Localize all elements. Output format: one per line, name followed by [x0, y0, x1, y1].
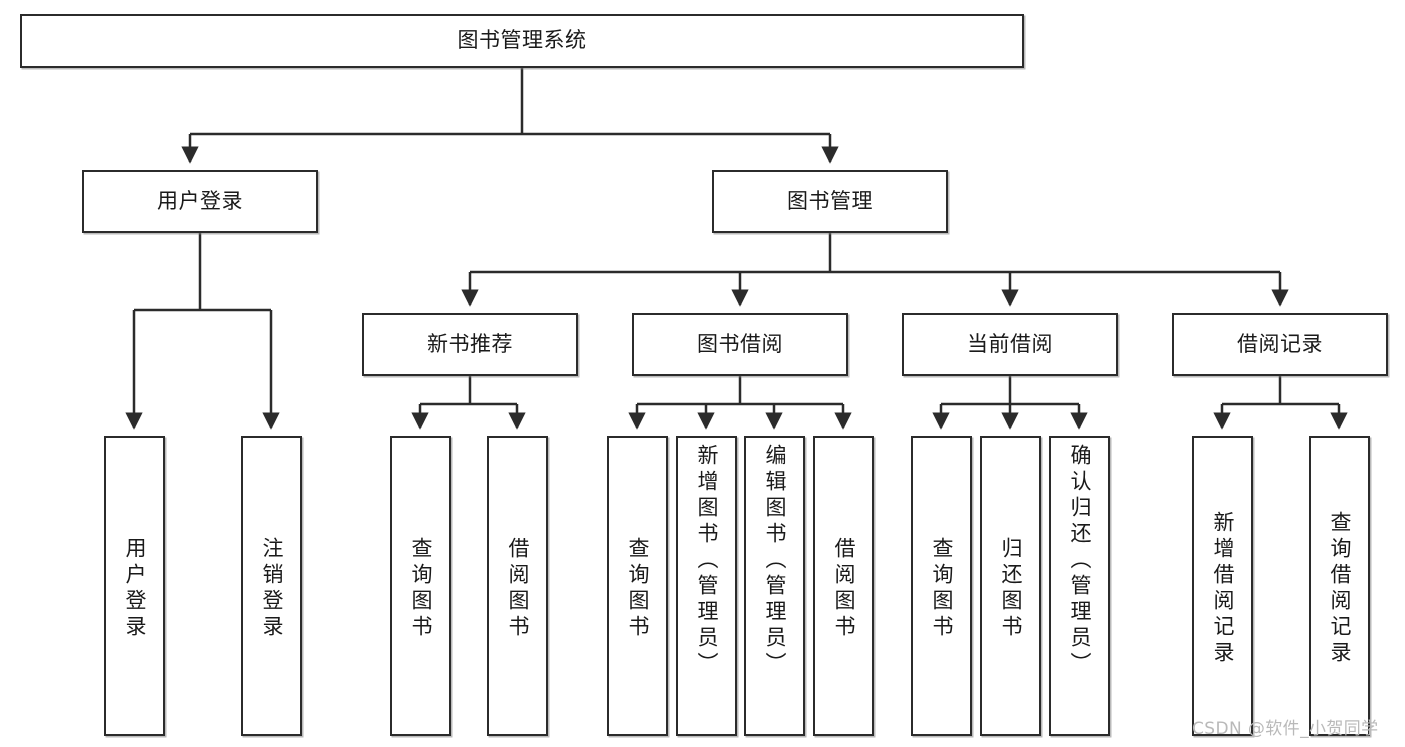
- node-leaf-record-add-record-label: 新增借阅记录: [1211, 511, 1235, 667]
- node-leaf-borrow-borrow-book[interactable]: 借阅图书: [813, 436, 874, 736]
- node-leaf-record-query-record[interactable]: 查询借阅记录: [1309, 436, 1370, 736]
- node-leaf-current-query-book-label: 查询图书: [930, 537, 954, 641]
- node-leaf-record-query-record-label: 查询借阅记录: [1328, 511, 1352, 667]
- node-root-system[interactable]: 图书管理系统: [20, 14, 1024, 68]
- node-new-book-recommend[interactable]: 新书推荐: [362, 313, 578, 376]
- node-borrow-record[interactable]: 借阅记录: [1172, 313, 1388, 376]
- node-leaf-borrow-add-book[interactable]: 新增图书（管理员）: [676, 436, 737, 736]
- node-current-borrow[interactable]: 当前借阅: [902, 313, 1118, 376]
- node-book-management[interactable]: 图书管理: [712, 170, 948, 233]
- node-leaf-borrow-edit-book[interactable]: 编辑图书（管理员）: [744, 436, 805, 736]
- node-user-login[interactable]: 用户登录: [82, 170, 318, 233]
- node-leaf-user-login-login-label: 用户登录: [123, 537, 147, 641]
- node-leaf-borrow-query-book-label: 查询图书: [626, 537, 650, 641]
- node-book-borrow-label: 图书借阅: [697, 331, 783, 356]
- node-leaf-borrow-edit-book-label: 编辑图书（管理员）: [763, 444, 787, 678]
- node-leaf-newbook-borrow-book[interactable]: 借阅图书: [487, 436, 548, 736]
- node-leaf-current-confirm-return[interactable]: 确认归还（管理员）: [1049, 436, 1110, 736]
- node-user-login-label: 用户登录: [157, 188, 243, 213]
- node-new-book-recommend-label: 新书推荐: [427, 331, 513, 356]
- node-book-borrow[interactable]: 图书借阅: [632, 313, 848, 376]
- node-leaf-borrow-add-book-label: 新增图书（管理员）: [695, 444, 719, 678]
- node-leaf-current-query-book[interactable]: 查询图书: [911, 436, 972, 736]
- node-leaf-current-return-book[interactable]: 归还图书: [980, 436, 1041, 736]
- node-current-borrow-label: 当前借阅: [967, 331, 1053, 356]
- node-leaf-newbook-query-book[interactable]: 查询图书: [390, 436, 451, 736]
- node-book-management-label: 图书管理: [787, 188, 873, 213]
- node-leaf-user-login-login[interactable]: 用户登录: [104, 436, 165, 736]
- node-leaf-user-login-logout[interactable]: 注销登录: [241, 436, 302, 736]
- node-leaf-newbook-borrow-book-label: 借阅图书: [506, 537, 530, 641]
- node-borrow-record-label: 借阅记录: [1237, 331, 1323, 356]
- node-leaf-current-confirm-return-label: 确认归还（管理员）: [1068, 444, 1092, 678]
- node-leaf-borrow-borrow-book-label: 借阅图书: [832, 537, 856, 641]
- node-leaf-newbook-query-book-label: 查询图书: [409, 537, 433, 641]
- node-leaf-current-return-book-label: 归还图书: [999, 537, 1023, 641]
- node-leaf-borrow-query-book[interactable]: 查询图书: [607, 436, 668, 736]
- node-leaf-record-add-record[interactable]: 新增借阅记录: [1192, 436, 1253, 736]
- csdn-watermark: CSDN @软件_小贺同学: [1192, 719, 1379, 739]
- node-root-system-label: 图书管理系统: [457, 28, 587, 53]
- node-leaf-user-login-logout-label: 注销登录: [260, 537, 284, 641]
